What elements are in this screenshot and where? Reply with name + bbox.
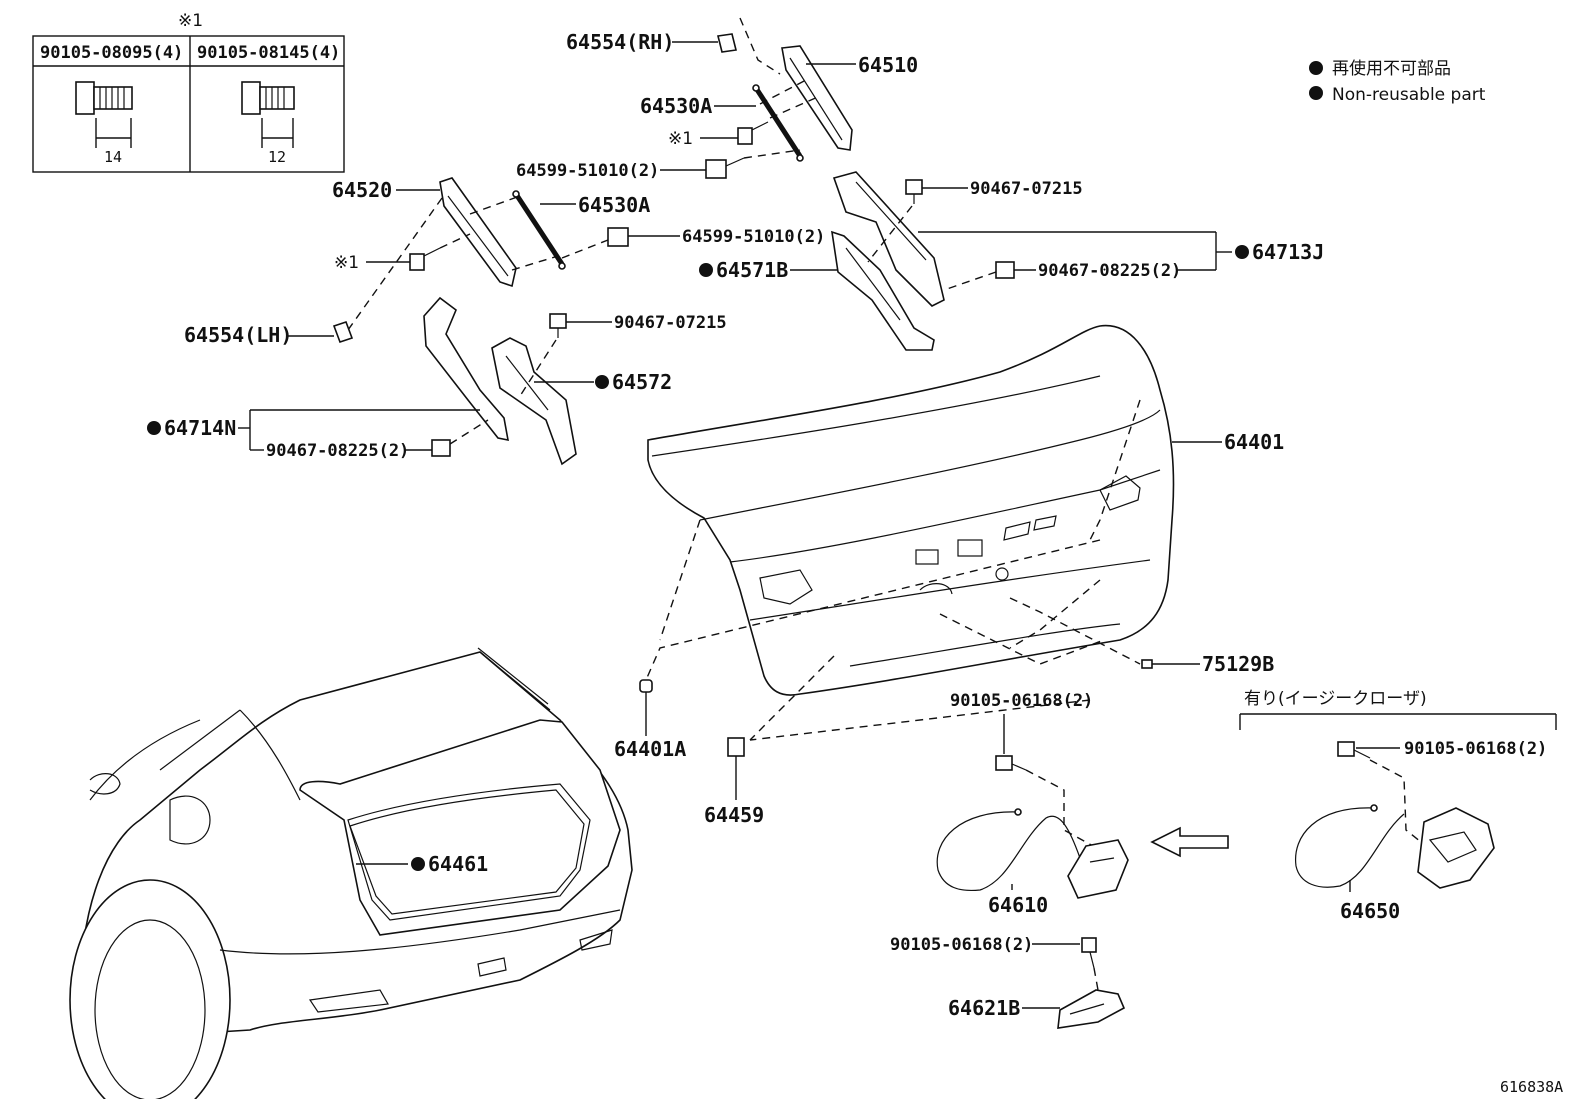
label-64554-lh: 64554(LH) xyxy=(184,323,292,347)
part-64520: 64520 xyxy=(332,177,517,288)
clip-90467-07215-r: 90467-07215 xyxy=(905,179,1083,204)
non-reusable-dot-icon xyxy=(1235,245,1249,259)
label-75129b: 75129B xyxy=(1202,652,1274,676)
label-64572: 64572 xyxy=(612,370,672,394)
figure-id: 616838A xyxy=(1500,1078,1563,1096)
label-64621b: 64621B xyxy=(948,996,1020,1020)
label-64510: 64510 xyxy=(858,53,918,77)
part-64572 xyxy=(491,337,577,466)
label-64713j: 64713J xyxy=(1252,240,1324,264)
bolt-icon xyxy=(241,81,295,148)
label-note1-top: ※1 xyxy=(668,129,693,149)
label-64554-rh: 64554(RH) xyxy=(566,30,674,54)
label-64461: 64461 xyxy=(428,852,488,876)
clip-90467-07215-l: 90467-07215 xyxy=(549,313,727,338)
bolt-col2-part: 90105-08145(4) xyxy=(197,43,340,63)
legend-en: Non-reusable part xyxy=(1332,85,1486,105)
label-90467-07215-l: 90467-07215 xyxy=(614,313,727,333)
bolt-note1-top: ※1 xyxy=(668,121,769,149)
non-reusable-dot-icon xyxy=(411,857,425,871)
label-64599-top: 64599-51010(2) xyxy=(516,161,659,181)
part-64554-rh: 64554(RH) xyxy=(566,30,737,54)
label-64401a: 64401A xyxy=(614,737,686,761)
part-64530a: 64530A xyxy=(512,190,650,270)
label-64714n: 64714N xyxy=(164,416,236,440)
arrow-left-icon xyxy=(1150,826,1229,858)
label-64571b: 64571B xyxy=(716,258,788,282)
part-64650-closer: 64650 xyxy=(1294,804,1495,923)
label-64530a-top: 64530A xyxy=(640,94,712,118)
bolt-90105-06168-a xyxy=(995,755,1027,771)
part-64599-top: 64599-51010(2) xyxy=(516,157,745,181)
non-reusable-dot-icon xyxy=(1309,86,1323,100)
legend: 再使用不可部品 Non-reusable part xyxy=(1309,58,1486,105)
legend-jp: 再使用不可部品 xyxy=(1332,58,1451,79)
part-64713j xyxy=(832,171,945,307)
bolt-icon xyxy=(75,81,133,148)
label-64650: 64650 xyxy=(1340,899,1400,923)
label-64610: 64610 xyxy=(988,893,1048,917)
part-64714n xyxy=(423,296,509,442)
bolt-90105-06168-b xyxy=(1337,741,1371,759)
part-64401-trunk-lid: 64401 xyxy=(647,324,1284,696)
bolt-col2-dim: 12 xyxy=(268,148,286,166)
part-64610-lock: 64610 xyxy=(936,808,1129,917)
easy-closer-group: 有り(イージークローザ) 90105-06168(2) 64650 xyxy=(1239,689,1557,923)
label-64459: 64459 xyxy=(704,803,764,827)
bolt-col1-part: 90105-08095(4) xyxy=(40,43,183,63)
bolt-table: ※1 90105-08095(4) 90105-08145(4) 14 12 xyxy=(32,11,345,173)
part-64401a: 64401A xyxy=(614,679,686,761)
label-64599: 64599-51010(2) xyxy=(682,227,825,247)
non-reusable-dot-icon xyxy=(1309,61,1323,75)
part-75129b: 75129B xyxy=(1141,652,1274,676)
label-90105-06168-c: 90105-06168(2) xyxy=(890,935,1033,955)
label-90467-07215-r: 90467-07215 xyxy=(970,179,1083,199)
non-reusable-dot-icon xyxy=(699,263,713,277)
part-64621b: 64621B xyxy=(948,989,1126,1029)
part-64530a-top: 64530A xyxy=(640,84,804,162)
clip-90467-08225-r: 90467-08225(2) xyxy=(995,261,1181,281)
bolt-90105-06168-c xyxy=(1081,937,1097,969)
bolt-note1-left: ※1 xyxy=(334,247,441,273)
part-64510: 64510 xyxy=(781,45,918,151)
bolt-table-note: ※1 xyxy=(178,11,203,31)
label-64520: 64520 xyxy=(332,178,392,202)
label-90105-06168-a: 90105-06168(2) xyxy=(950,691,1093,711)
label-90467-08225-l: 90467-08225(2) xyxy=(266,441,409,461)
label-64530a: 64530A xyxy=(578,193,650,217)
non-reusable-dot-icon xyxy=(595,375,609,389)
label-note1-left: ※1 xyxy=(334,253,359,273)
label-64401: 64401 xyxy=(1224,430,1284,454)
vehicle-rear-view: 64461 xyxy=(69,647,633,1099)
non-reusable-dot-icon xyxy=(147,421,161,435)
part-64459: 64459 xyxy=(704,737,764,827)
clip-90467-08225-l xyxy=(404,439,451,457)
part-64571b xyxy=(831,230,935,351)
bolt-col1-dim: 14 xyxy=(104,148,122,166)
label-easy-closer: 有り(イージークローザ) xyxy=(1244,689,1427,709)
label-90105-06168-b: 90105-06168(2) xyxy=(1404,739,1547,759)
part-64599: 64599-51010(2) xyxy=(607,227,825,247)
part-64554-lh: 64554(LH) xyxy=(184,320,354,347)
label-90467-08225-r: 90467-08225(2) xyxy=(1038,261,1181,281)
